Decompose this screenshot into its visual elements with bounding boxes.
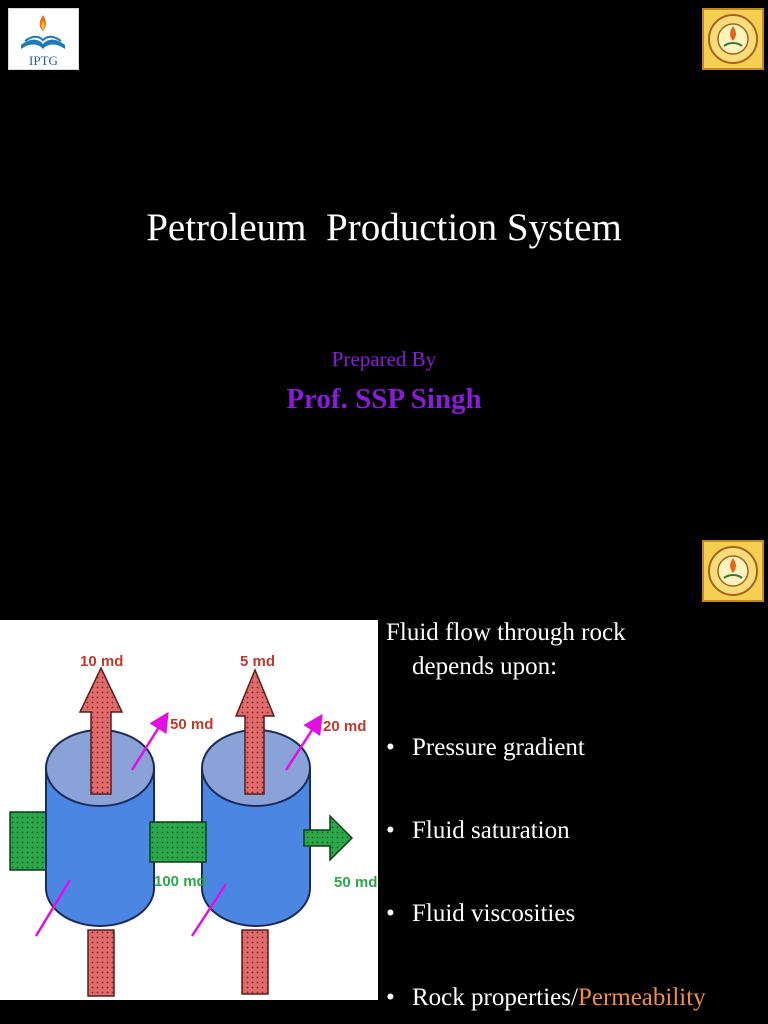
bullet-text: Fluid viscosities — [412, 900, 576, 927]
bullet-icon: • — [386, 817, 395, 844]
outlet-arrow — [303, 814, 354, 862]
list-item: • Fluid viscosities — [386, 900, 575, 928]
bullet-icon: • — [386, 900, 395, 927]
label-outlet: 50 md — [334, 874, 377, 891]
bullet-text: Pressure gradient — [412, 734, 585, 761]
bullet-text: Fluid saturation — [412, 817, 570, 844]
iptg-logo: IPTG — [8, 8, 79, 70]
bullet-icon: • — [386, 984, 395, 1011]
right-inlet-diagonal — [190, 883, 228, 937]
iptg-logo-text: IPTG — [29, 53, 58, 68]
list-item: • Fluid saturation — [386, 817, 570, 845]
middle-connector-block — [149, 821, 207, 863]
highlight-keyword: Permeability — [577, 984, 706, 1011]
label-middle: 100 md — [154, 873, 206, 890]
institute-seal-icon — [702, 8, 764, 70]
label-top-right: 5 md — [240, 653, 275, 670]
institute-seal-icon — [702, 540, 764, 602]
label-top-left: 10 md — [80, 653, 123, 670]
slide-title: Petroleum Production System — [146, 206, 622, 249]
list-item: • Pressure gradient — [386, 734, 585, 762]
right-bottom-arrow — [241, 929, 269, 995]
left-up-arrow — [78, 666, 124, 795]
left-side-block — [9, 811, 51, 871]
permeability-flow-diagram: 10 md 50 md 5 md 20 md 100 md 50 md — [0, 620, 378, 1000]
content-slide: 10 md 50 md 5 md 20 md 100 md 50 md Flui… — [0, 512, 768, 1024]
right-up-arrow — [234, 668, 276, 795]
label-diag-right: 20 md — [323, 718, 366, 735]
title-slide: IPTG Petroleum Production System Prepare… — [8, 8, 764, 415]
left-inlet-diagonal — [34, 879, 72, 937]
left-bottom-arrow — [87, 929, 115, 997]
text-content: Fluid flow through rock depends upon: • P… — [386, 616, 766, 1011]
bullet-text: Rock properties/ — [412, 984, 578, 1011]
lead-text: Fluid flow through rock depends upon: — [386, 616, 766, 684]
prepared-by-label: Prepared By — [331, 347, 437, 371]
right-diagonal-flow — [284, 713, 323, 771]
bullet-icon: • — [386, 734, 395, 761]
label-diag-left: 50 md — [170, 716, 213, 733]
list-item: • Rock properties/Permeability — [386, 984, 706, 1012]
left-diagonal-flow — [130, 711, 169, 771]
author-name: Prof. SSP Singh — [286, 383, 482, 415]
lead-line-2: depends upon: — [412, 653, 558, 680]
lead-line-1: Fluid flow through rock — [386, 619, 626, 646]
